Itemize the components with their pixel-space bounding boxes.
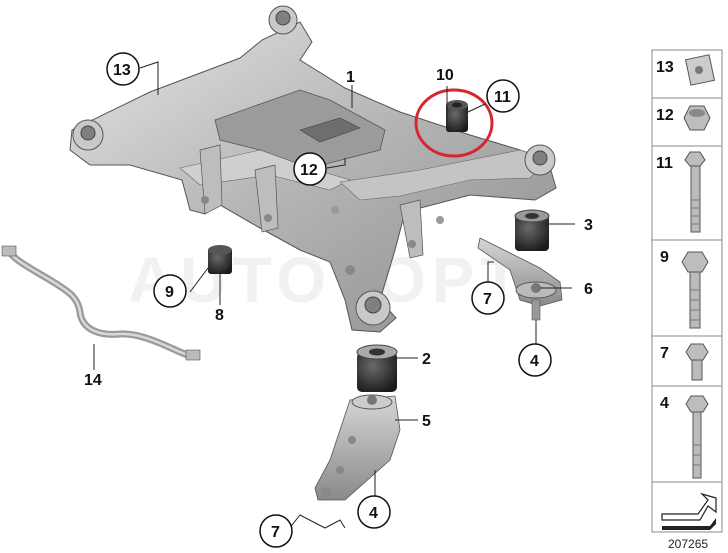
legend-num-9: 9 (660, 249, 669, 266)
callout-2: 2 (422, 351, 431, 368)
bushing-2 (356, 344, 398, 392)
bracket-6 (477, 237, 563, 321)
callout-4-bottom: 4 (369, 505, 378, 522)
bolt-icon (685, 395, 709, 479)
long-bolt-icon (684, 151, 706, 233)
legend-num-12: 12 (656, 107, 674, 124)
grommet-icon (684, 54, 716, 86)
legend-num-4: 4 (660, 395, 669, 412)
hex-nut-icon (683, 105, 711, 131)
callouts: 1 13 10 11 12 3 6 7 4 2 5 4 7 9 8 14 (84, 52, 593, 548)
arrow-logo-icon (661, 492, 717, 530)
callout-1: 1 (346, 69, 355, 86)
bushing-9 (208, 245, 232, 274)
callout-7-bottom: 7 (271, 524, 280, 541)
bushing-3 (514, 209, 550, 251)
leader-lines (93, 61, 575, 531)
highlight-ring (414, 88, 494, 158)
stabilizer-bar-14 (1, 245, 201, 361)
short-bolt-icon (685, 343, 709, 381)
callout-8: 8 (215, 307, 224, 324)
callout-5: 5 (422, 413, 431, 430)
callout-13: 13 (113, 62, 131, 79)
callout-9: 9 (165, 284, 174, 301)
legend-num-7: 7 (660, 345, 669, 362)
callout-11: 11 (494, 89, 511, 106)
bushing-10 (446, 100, 468, 132)
medium-bolt-icon (681, 251, 709, 329)
diagram-id: 207265 (668, 537, 708, 551)
callout-7-right: 7 (483, 291, 492, 308)
parts-legend: 13 12 11 9 7 4 (651, 49, 723, 551)
callout-12: 12 (300, 162, 318, 179)
bracket-5 (314, 394, 401, 501)
callout-4-right: 4 (530, 353, 539, 370)
callout-10: 10 (436, 67, 454, 84)
legend-num-13: 13 (656, 59, 674, 76)
callout-3: 3 (584, 217, 593, 234)
callout-6: 6 (584, 281, 593, 298)
legend-num-11: 11 (656, 155, 673, 172)
callout-14: 14 (84, 372, 102, 389)
